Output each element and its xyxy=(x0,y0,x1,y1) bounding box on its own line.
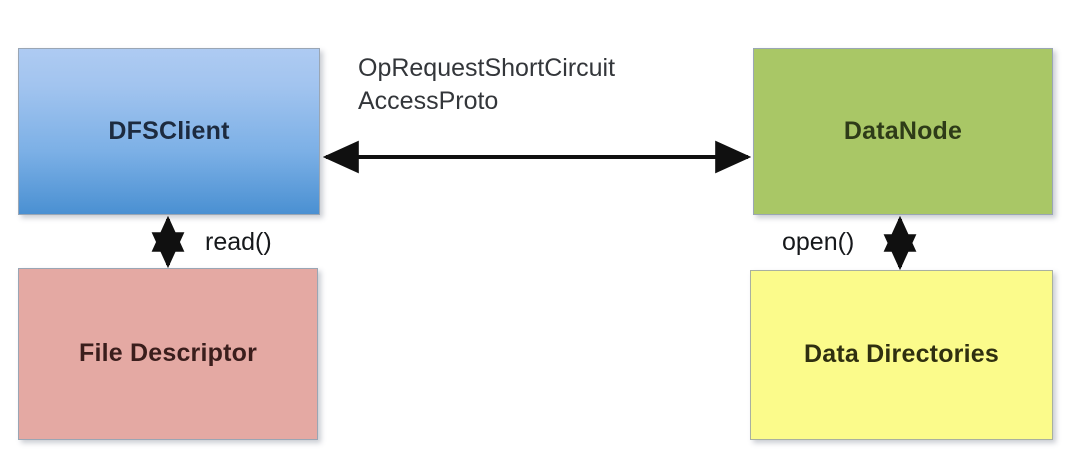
edge-protocol-label: OpRequestShortCircuit AccessProto xyxy=(358,54,616,115)
node-datanode: DataNode xyxy=(753,48,1053,215)
node-dfsclient: DFSClient xyxy=(18,48,320,215)
node-dfsclient-label: DFSClient xyxy=(108,116,230,145)
node-datanode-label: DataNode xyxy=(843,116,963,145)
edge-read-arrow xyxy=(151,215,185,269)
edge-read-label: read() xyxy=(205,228,272,256)
node-data-directories-label: Data Directories xyxy=(804,340,999,369)
edge-open-arrow xyxy=(883,215,917,271)
edge-protocol-arrow xyxy=(322,140,752,174)
node-file-descriptor: File Descriptor xyxy=(18,268,318,440)
node-data-directories: Data Directories @稀土掘金技术社区 xyxy=(750,270,1053,440)
edge-open-label: open() xyxy=(782,228,855,256)
node-file-descriptor-label: File Descriptor xyxy=(78,339,258,368)
